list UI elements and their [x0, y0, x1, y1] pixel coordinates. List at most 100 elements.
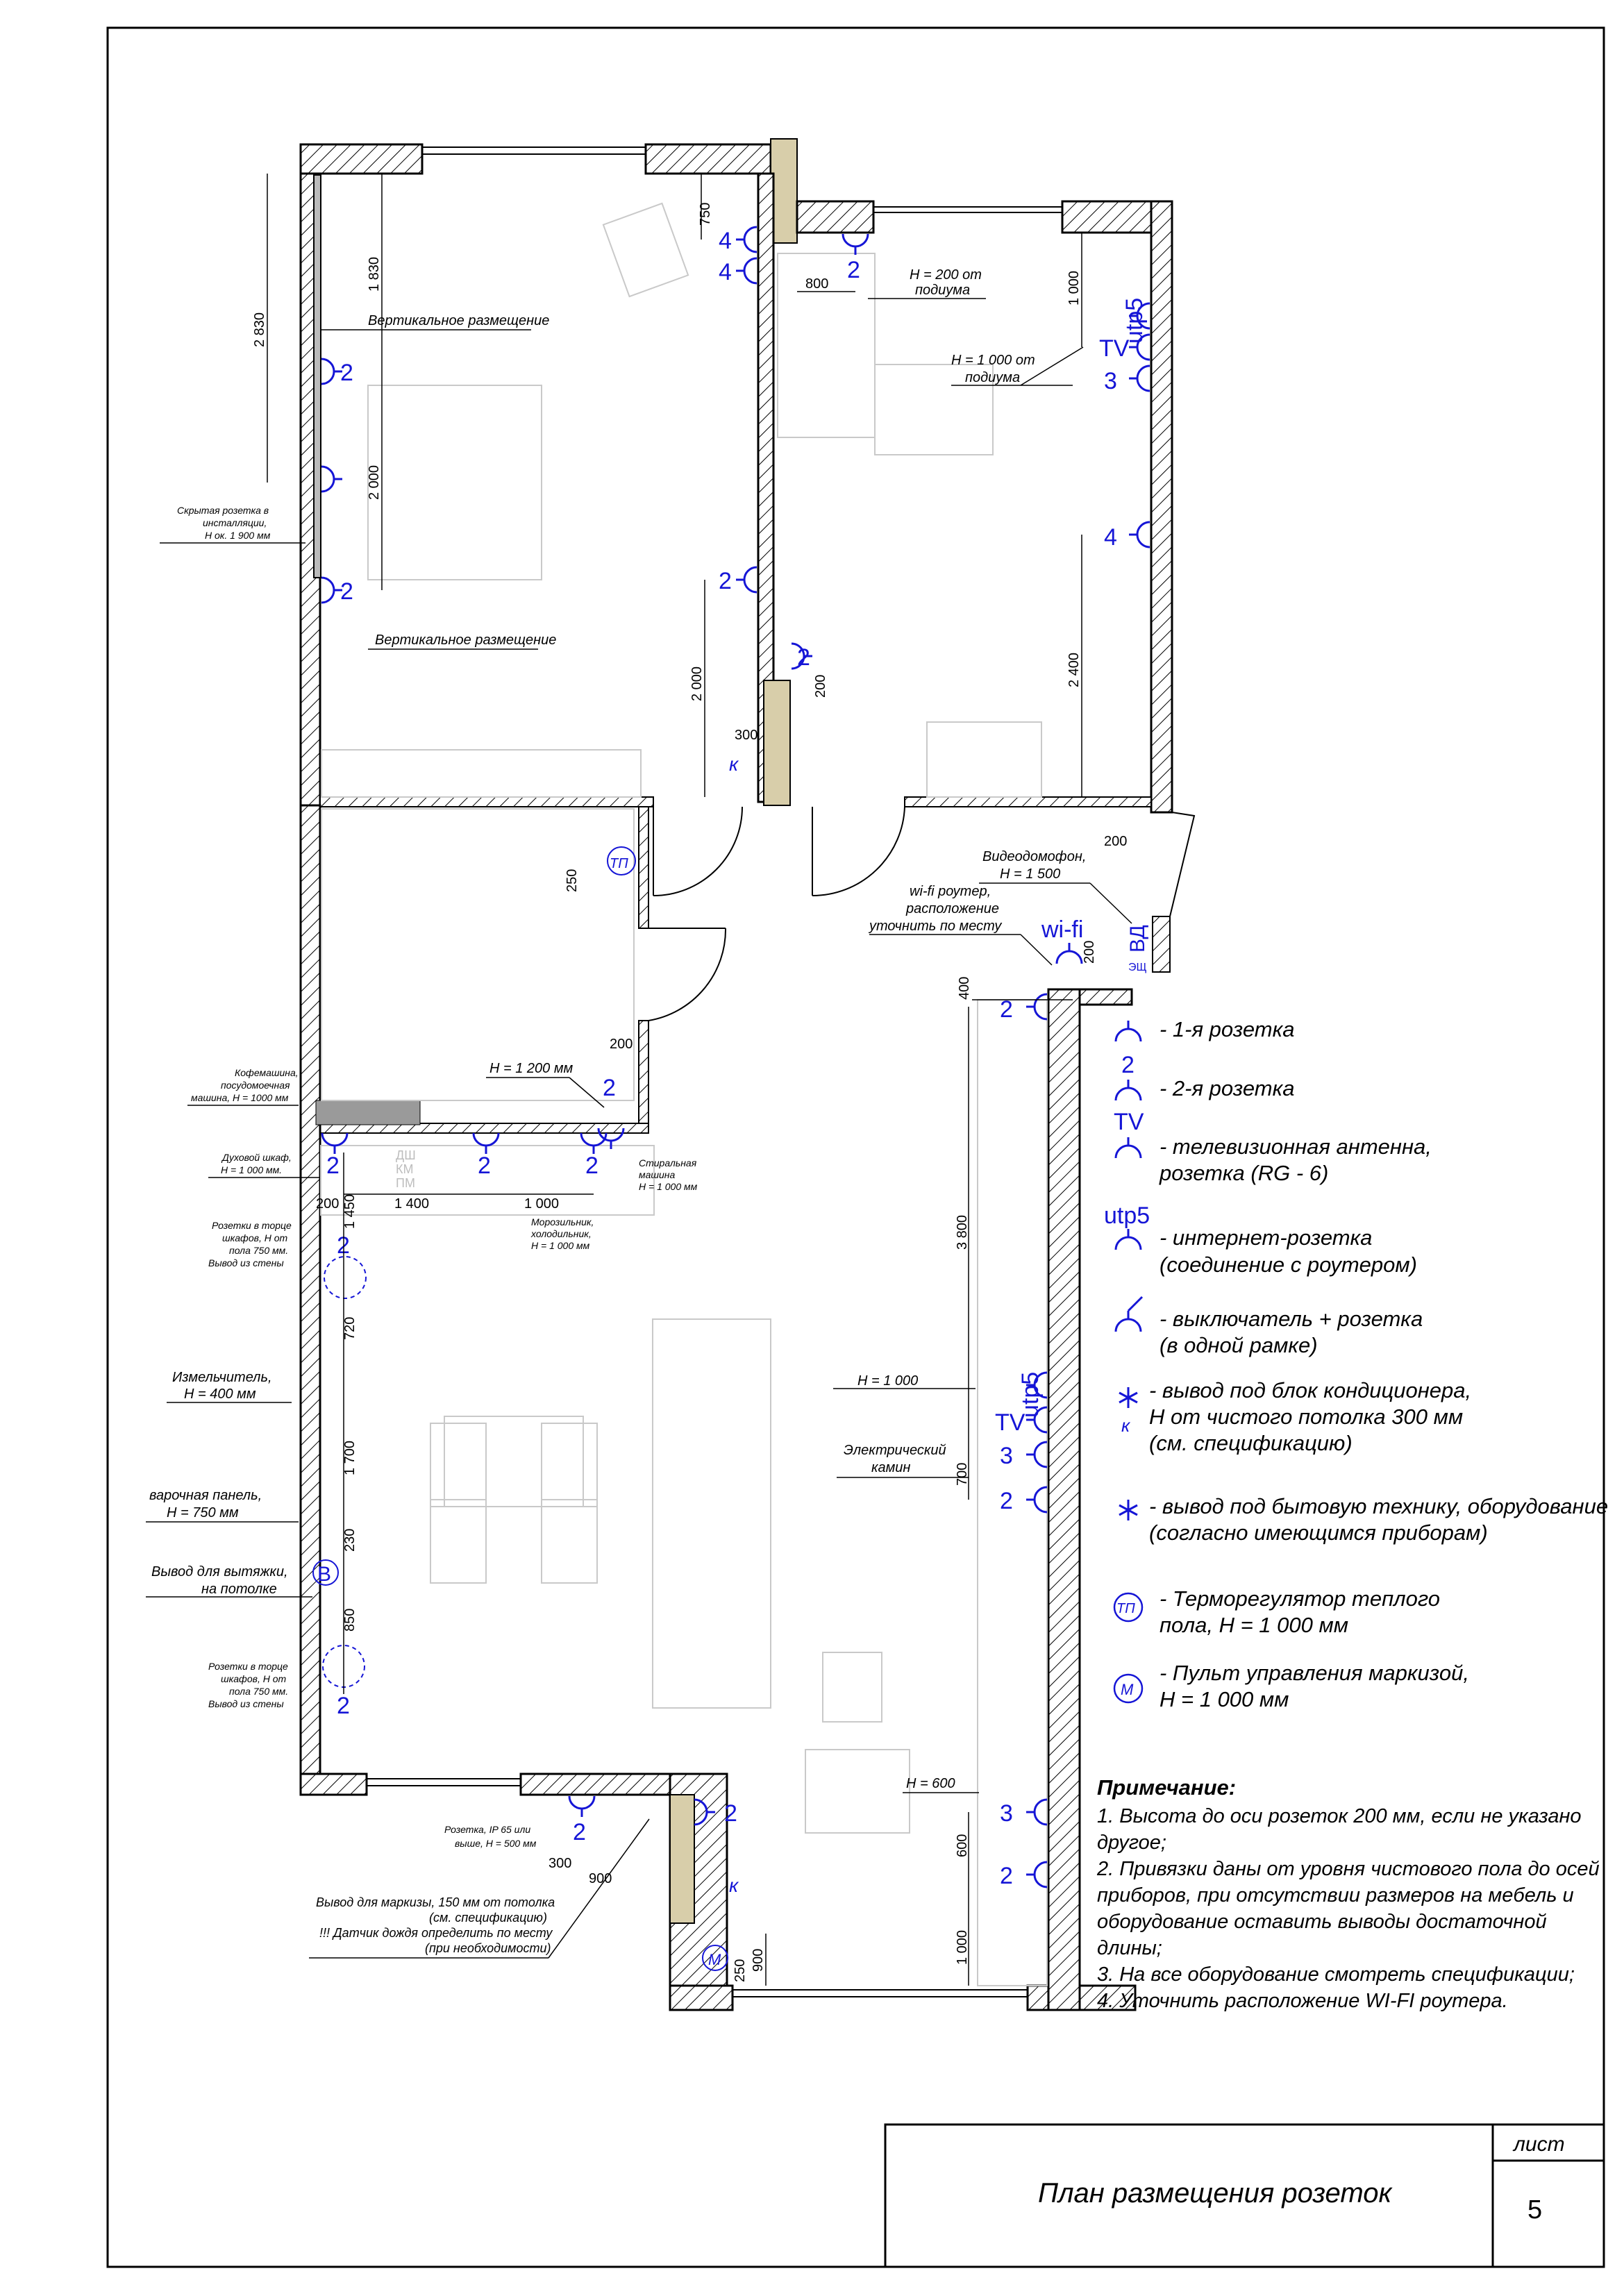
svg-text:Н = 1 000 мм: Н = 1 000 мм — [639, 1181, 698, 1192]
svg-text:2: 2 — [573, 1819, 586, 1845]
svg-text:Н = 600: Н = 600 — [906, 1776, 955, 1791]
bedroom-socket-label: 2 — [340, 360, 353, 386]
svg-text:Скрытая розетка в: Скрытая розетка в — [177, 505, 269, 516]
plan-sockets: 2 2 4 4 2 2 2 utp5 TV 3 4 ТП 2 2 2 2 — [312, 226, 1151, 1971]
svg-text:Н = 1 000: Н = 1 000 — [857, 1373, 918, 1389]
svg-text:400: 400 — [957, 977, 972, 1000]
awning-remote-icon: М — [1113, 1673, 1144, 1704]
legend-socket-1: - 1-я розетка — [1114, 1017, 1294, 1043]
svg-text:300: 300 — [549, 1856, 571, 1871]
svg-text:utp5: utp5 — [1121, 298, 1148, 344]
dimension-lines — [267, 174, 1082, 1986]
svg-text:3: 3 — [1000, 1443, 1013, 1469]
svg-text:(согласно имеющимся приборам): (согласно имеющимся приборам) — [1149, 1520, 1488, 1545]
svg-text:2: 2 — [724, 1800, 737, 1827]
svg-text:приборов, при отсутствии разме: приборов, при отсутствии размеров на меб… — [1097, 1884, 1574, 1907]
svg-text:Кофемашина,: Кофемашина, — [235, 1067, 299, 1078]
svg-text:Морозильник,: Морозильник, — [531, 1216, 594, 1227]
svg-text:3: 3 — [1000, 1800, 1013, 1827]
notes: Примечание: 1. Высота до оси розеток 200… — [1096, 1775, 1600, 2012]
svg-text:подиума: подиума — [965, 370, 1020, 385]
svg-text:подиума: подиума — [915, 283, 970, 298]
title-block: План размещения розеток лист 5 — [884, 2123, 1605, 2268]
svg-text:(см. спецификацию): (см. спецификацию) — [1149, 1431, 1353, 1455]
svg-text:(в одной рамке): (в одной рамке) — [1160, 1333, 1318, 1357]
svg-text:к: к — [729, 1875, 739, 1896]
switch-socket-icon — [1114, 1296, 1144, 1333]
internet-socket-icon: utp5 — [1104, 1203, 1150, 1229]
svg-text:250: 250 — [733, 1959, 748, 1982]
svg-text:шкафов, Н от: шкафов, Н от — [221, 1673, 287, 1684]
svg-text:(соединение с роутером): (соединение с роутером) — [1160, 1252, 1417, 1277]
svg-text:Н = 1 000 от: Н = 1 000 от — [951, 353, 1035, 368]
svg-text:4: 4 — [1104, 524, 1117, 551]
svg-text:utp5: utp5 — [1017, 1372, 1044, 1418]
svg-text:- Терморегулятор теплого: - Терморегулятор теплого — [1160, 1586, 1440, 1611]
legend-switch: - выключатель + розетка (в одной рамке) — [1114, 1296, 1423, 1357]
svg-text:3. На все оборудование смотрет: 3. На все оборудование смотреть специфик… — [1097, 1963, 1575, 1986]
socket-2-icon: 2 — [1121, 1052, 1135, 1078]
vertical-placement-label-1: Вертикальное размещение — [368, 313, 549, 328]
svg-text:1 700: 1 700 — [342, 1441, 358, 1475]
svg-text:Н от чистого потолка 300 мм: Н от чистого потолка 300 мм — [1149, 1405, 1463, 1429]
svg-text:- интернет-розетка: - интернет-розетка — [1160, 1225, 1372, 1250]
svg-text:Н = 1 500: Н = 1 500 — [1000, 866, 1060, 882]
svg-text:230: 230 — [342, 1529, 358, 1552]
svg-text:200: 200 — [610, 1037, 633, 1052]
svg-text:200: 200 — [316, 1196, 339, 1212]
svg-text:2 830: 2 830 — [252, 312, 267, 347]
svg-text:1 450: 1 450 — [342, 1194, 358, 1229]
svg-text:розетка (RG - 6): розетка (RG - 6) — [1159, 1161, 1328, 1185]
svg-text:4: 4 — [719, 259, 732, 285]
svg-text:ТП: ТП — [610, 856, 628, 871]
svg-text:800: 800 — [805, 276, 828, 292]
svg-text:- вывод под блок кондиционера,: - вывод под блок кондиционера, — [1149, 1378, 1471, 1402]
svg-text:Н = 400 мм: Н = 400 мм — [184, 1386, 256, 1402]
svg-text:300: 300 — [735, 728, 757, 743]
vertical-placement-label-2: Вертикальное размещение — [375, 632, 556, 648]
svg-text:Стиральная: Стиральная — [639, 1157, 697, 1168]
svg-text:Видеодомофон,: Видеодомофон, — [982, 849, 1086, 864]
svg-text:3 800: 3 800 — [955, 1215, 970, 1250]
svg-text:пола 750 мм.: пола 750 мм. — [229, 1686, 288, 1697]
svg-text:длины;: длины; — [1097, 1937, 1162, 1959]
plan-annotations: Вертикальное размещение Вертикальное раз… — [146, 267, 1132, 1959]
svg-text:1 000: 1 000 — [524, 1196, 559, 1212]
svg-text:выше, Н = 500 мм: выше, Н = 500 мм — [455, 1838, 537, 1849]
tv-socket-icon: TV — [1114, 1109, 1144, 1135]
legend-tv: TV - телевизионная антенна, розетка (RG … — [1114, 1109, 1432, 1185]
legend-appliance: - вывод под бытовую технику, оборудовани… — [1119, 1494, 1608, 1545]
drawing-title: План размещения розеток — [1038, 2178, 1393, 2209]
svg-text:1 000: 1 000 — [955, 1930, 970, 1965]
svg-text:1 400: 1 400 — [394, 1196, 429, 1212]
svg-text:2: 2 — [719, 568, 732, 594]
svg-text:200: 200 — [813, 675, 828, 698]
svg-text:2: 2 — [585, 1153, 598, 1179]
svg-text:900: 900 — [751, 1949, 766, 1972]
svg-text:2 400: 2 400 — [1066, 653, 1082, 687]
svg-text:на потолке: на потолке — [201, 1582, 277, 1597]
legend-awning: М - Пульт управления маркизой, Н = 1 000… — [1113, 1661, 1469, 1711]
svg-text:wi-fi роутер,: wi-fi роутер, — [910, 884, 991, 899]
svg-text:к: к — [729, 753, 739, 775]
svg-text:720: 720 — [342, 1317, 358, 1340]
svg-text:В: В — [317, 1563, 331, 1586]
svg-text:холодильник,: холодильник, — [530, 1228, 592, 1239]
svg-text:(при необходимости): (при необходимости) — [425, 1941, 551, 1955]
svg-text:2 000: 2 000 — [367, 465, 382, 500]
svg-text:700: 700 — [955, 1463, 970, 1486]
svg-text:2. Привязки даны от уровня чис: 2. Привязки даны от уровня чистового пол… — [1096, 1858, 1600, 1880]
svg-text:2: 2 — [1000, 1863, 1013, 1889]
svg-text:Вывод из стены: Вывод из стены — [208, 1698, 284, 1709]
windows — [313, 146, 1062, 1997]
svg-text:Н = 1 000 мм: Н = 1 000 мм — [1160, 1687, 1289, 1711]
svg-text:ДШ: ДШ — [396, 1148, 416, 1162]
svg-text:расположение: расположение — [905, 901, 999, 916]
walls — [299, 138, 1173, 2011]
svg-text:TV: TV — [1099, 335, 1130, 362]
svg-text:инсталляции,: инсталляции, — [203, 517, 267, 528]
svg-text:варочная панель,: варочная панель, — [149, 1488, 262, 1503]
legend-thermostat: ТП - Терморегулятор теплого пола, Н = 1 … — [1113, 1586, 1440, 1637]
svg-text:машина, Н = 1000 мм: машина, Н = 1000 мм — [191, 1092, 289, 1103]
